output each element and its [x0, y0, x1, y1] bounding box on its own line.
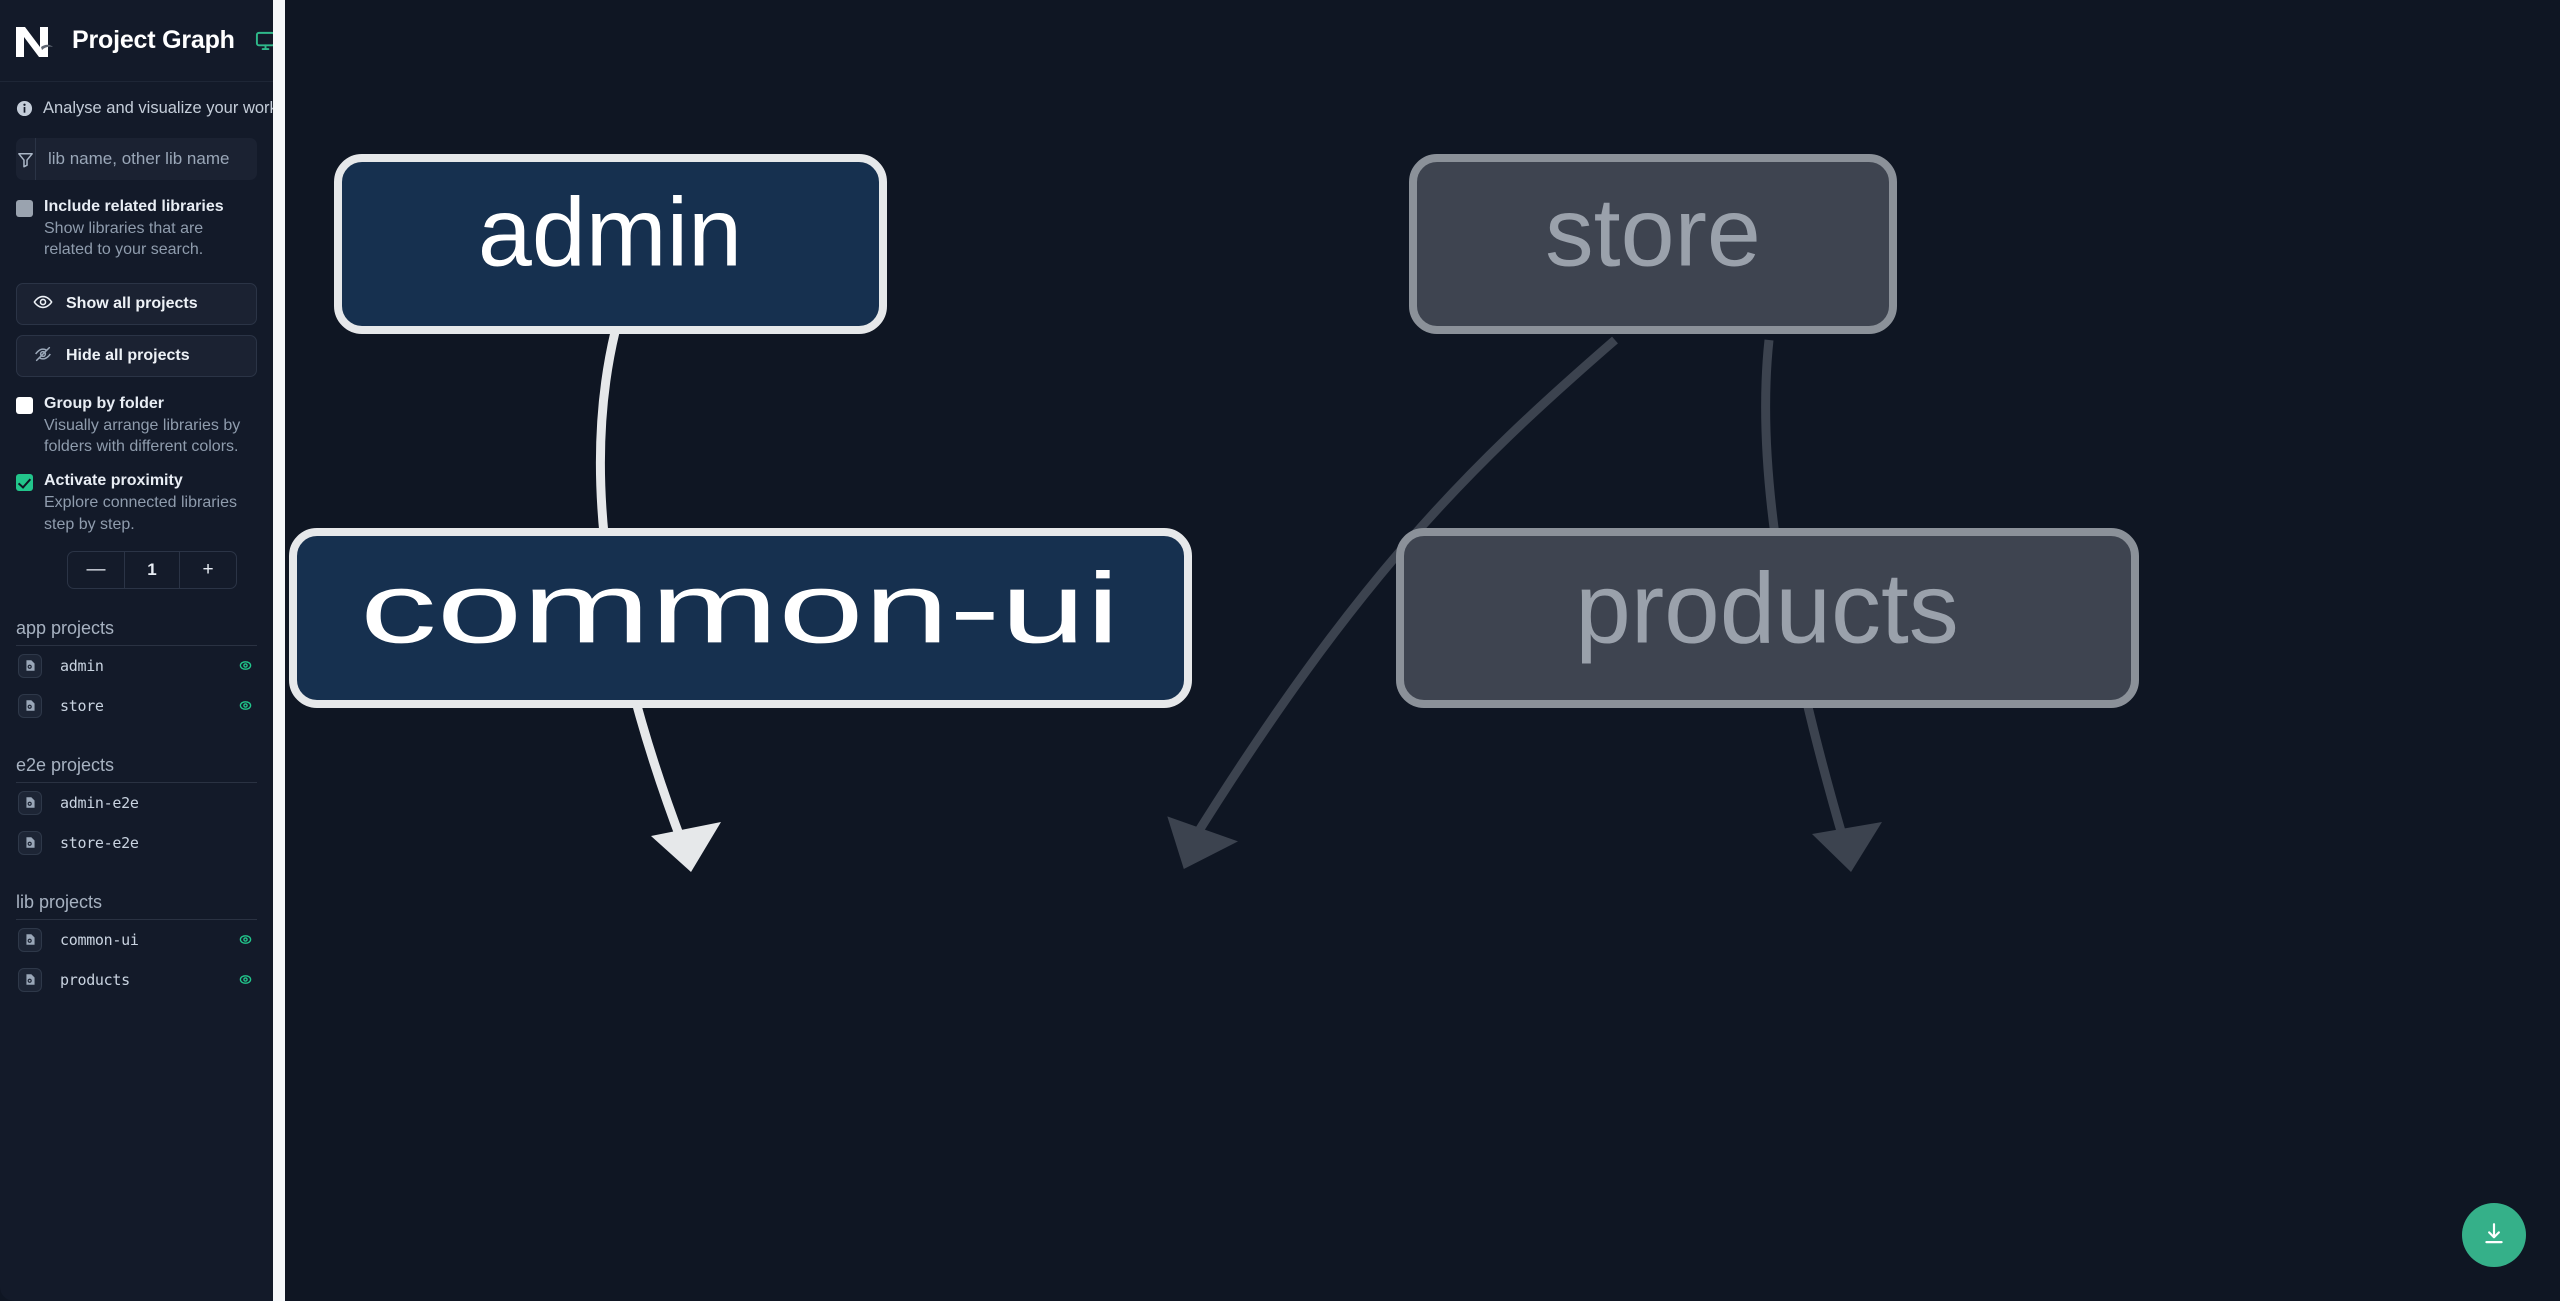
node-label-admin: admin — [478, 178, 742, 287]
eye-icon — [33, 292, 53, 317]
hide-all-projects-label: Hide all projects — [66, 347, 190, 365]
project-item-products[interactable]: products — [16, 960, 257, 1000]
eye-visible-icon[interactable] — [235, 697, 255, 714]
project-item-admin[interactable]: admin — [16, 646, 257, 686]
divider — [16, 918, 257, 920]
project-name: admin — [60, 656, 104, 675]
option-label: Activate proximity — [44, 472, 183, 490]
option-activate-proximity[interactable]: Activate proximity Explore connected lib… — [0, 457, 273, 534]
node-rect-products[interactable] — [1396, 528, 2139, 708]
graph-node-admin[interactable]: admin — [334, 154, 887, 334]
download-graph-button[interactable] — [2462, 1203, 2526, 1267]
divider — [16, 644, 257, 646]
divider — [16, 781, 257, 783]
nx-project-icon — [18, 830, 42, 855]
page-title: Project Graph — [72, 26, 235, 54]
project-name: store-e2e — [60, 833, 139, 852]
sidebar-header: Project Graph — [0, 0, 273, 82]
nx-project-icon — [18, 927, 42, 952]
graph-nodes: admin store common-ui products — [289, 154, 2139, 708]
proximity-value: 1 — [124, 551, 180, 588]
sidebar: Project Graph Analyse and visualize your… — [0, 0, 273, 1301]
project-graph-svg: admin store common-ui products — [289, 154, 2139, 872]
option-label: Group by folder — [44, 395, 164, 413]
project-item-common-ui[interactable]: common-ui — [16, 920, 257, 960]
search-input[interactable] — [36, 138, 257, 180]
node-label-products: products — [1575, 552, 1959, 664]
eye-visible-icon[interactable] — [235, 931, 255, 948]
nx-logo-icon — [14, 23, 58, 59]
edge-arrow-admin-to-common-ui — [651, 822, 721, 872]
project-name: common-ui — [60, 930, 139, 949]
download-icon — [2481, 1221, 2507, 1250]
nx-project-icon — [18, 790, 42, 815]
hide-all-projects-button[interactable]: Hide all projects — [16, 335, 257, 378]
group-title: lib projects — [16, 891, 103, 912]
nx-project-icon — [18, 967, 42, 992]
eye-visible-icon[interactable] — [235, 971, 255, 988]
option-description: Visually arrange libraries by folders wi… — [44, 417, 241, 456]
option-description: Show libraries that are related to your … — [44, 220, 204, 259]
option-group-by-folder[interactable]: Group by folder Visually arrange librari… — [0, 377, 273, 457]
search-box — [16, 138, 257, 180]
node-rect-common-ui[interactable] — [289, 528, 1192, 708]
graph-node-store[interactable]: store — [1409, 154, 1897, 334]
option-description: Explore connected libraries step by step… — [44, 494, 237, 533]
node-label-store: store — [1545, 178, 1761, 287]
group-title: e2e projects — [16, 754, 115, 775]
group-title: app projects — [16, 617, 115, 638]
info-icon — [16, 100, 33, 117]
activate-proximity-checkbox[interactable] — [16, 474, 33, 492]
project-name: store — [60, 696, 104, 715]
show-all-projects-button[interactable]: Show all projects — [16, 283, 257, 326]
monitor-icon[interactable] — [255, 30, 273, 51]
project-name: products — [60, 970, 130, 989]
project-item-store-e2e[interactable]: store-e2e — [16, 823, 257, 863]
graph-canvas[interactable]: admin store common-ui products — [285, 0, 2560, 1301]
project-group-app: app projects admin — [0, 618, 273, 726]
node-label-common-ui: common-ui — [360, 552, 1120, 664]
project-item-store[interactable]: store — [16, 686, 257, 726]
nx-project-icon — [18, 693, 42, 718]
proximity-decrement-button[interactable]: — — [86, 558, 106, 580]
include-related-libraries-checkbox[interactable] — [16, 200, 33, 217]
sidebar-resize-handle[interactable] — [273, 0, 285, 1301]
group-by-folder-checkbox[interactable] — [16, 397, 33, 415]
edge-arrow-store-to-products — [1812, 822, 1882, 872]
tagline-text: Analyse and visualize your workspace. — [43, 99, 273, 117]
eye-visible-icon[interactable] — [235, 657, 255, 674]
nx-project-icon — [18, 653, 42, 678]
node-rect-admin[interactable] — [334, 154, 887, 334]
graph-node-products[interactable]: products — [1396, 528, 2139, 708]
edge-arrow-store-to-common-ui — [1167, 816, 1239, 870]
project-name: admin-e2e — [60, 793, 139, 812]
option-label: Include related libraries — [44, 198, 224, 215]
node-rect-store[interactable] — [1409, 154, 1897, 334]
filter-icon[interactable] — [16, 138, 36, 180]
project-group-e2e: e2e projects admin-e2e — [0, 755, 273, 863]
proximity-stepper: — 1 + — [67, 550, 237, 589]
graph-node-common-ui[interactable]: common-ui — [289, 528, 1192, 708]
option-include-related-libraries[interactable]: Include related libraries Show libraries… — [0, 180, 273, 260]
tagline: Analyse and visualize your workspace. — [0, 82, 273, 132]
proximity-increment-button[interactable]: + — [202, 558, 214, 580]
show-all-projects-label: Show all projects — [66, 295, 198, 313]
eye-off-icon — [33, 344, 53, 369]
project-item-admin-e2e[interactable]: admin-e2e — [16, 783, 257, 823]
project-group-lib: lib projects common-ui — [0, 892, 273, 1000]
